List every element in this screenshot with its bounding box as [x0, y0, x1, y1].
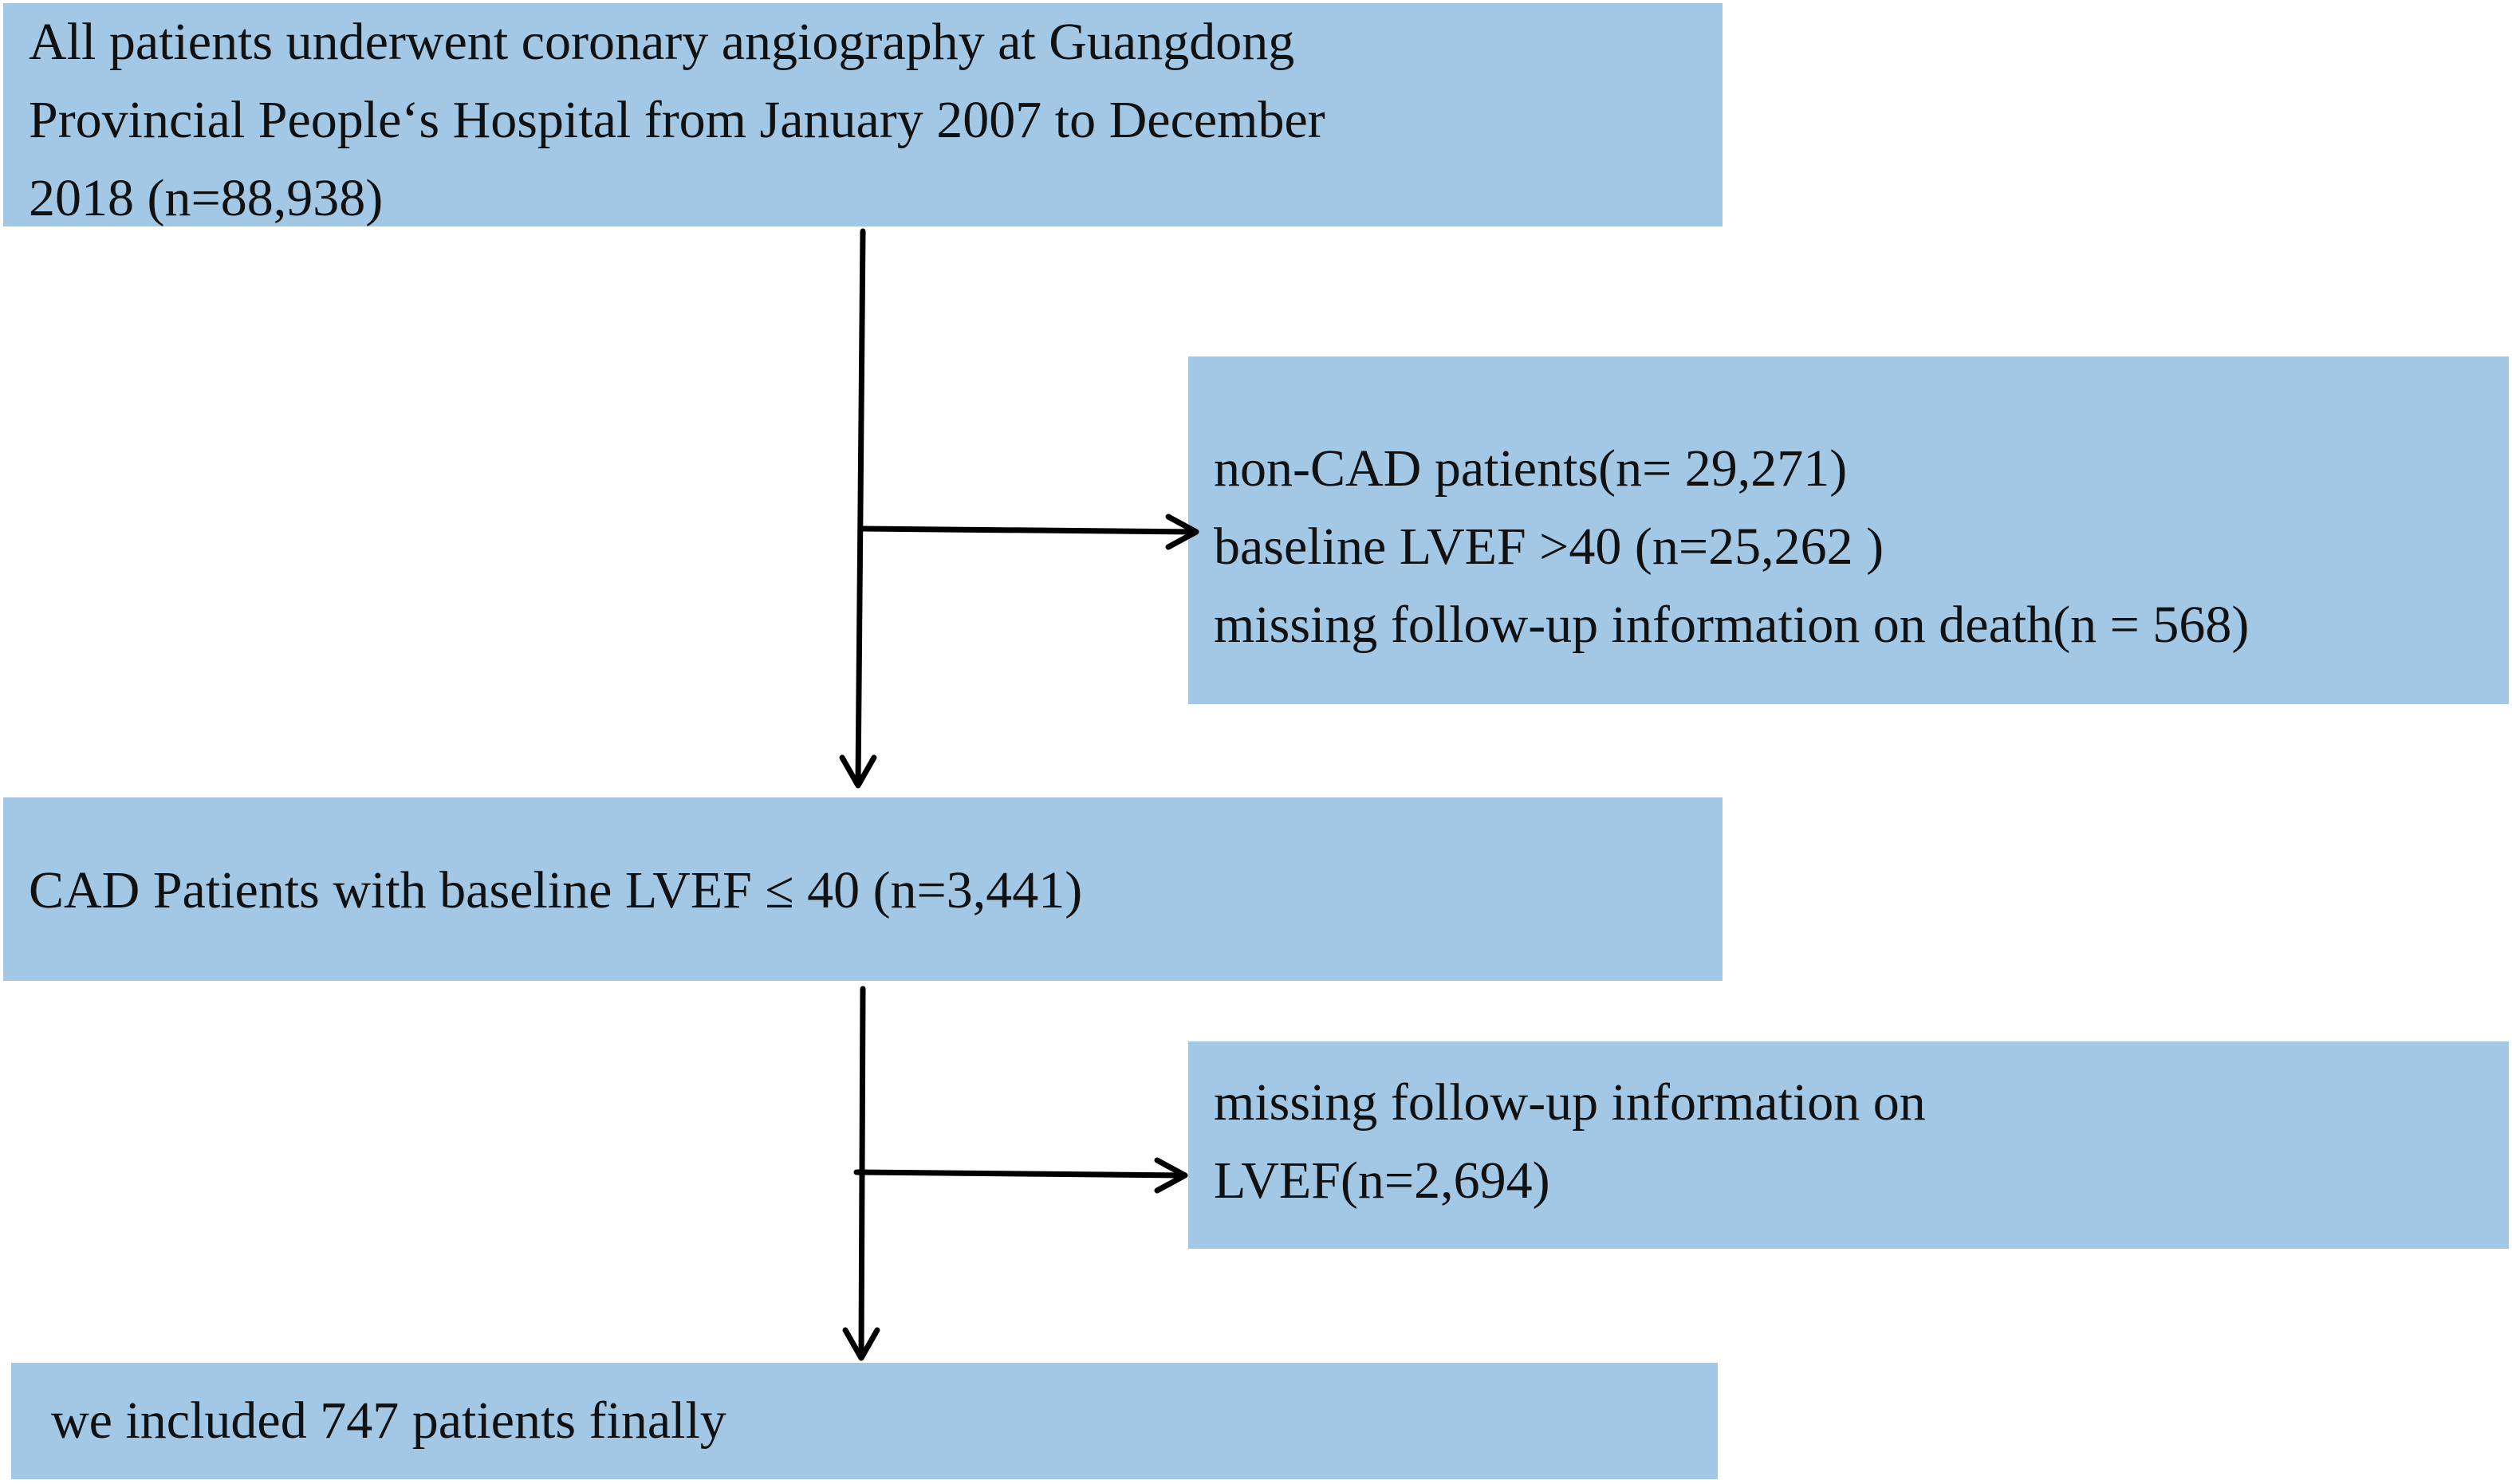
box-text-line: 2018 (n=88,938)	[29, 169, 384, 227]
box-text-line: we included 747 patients finally	[51, 1391, 726, 1450]
arrow-start-to-cad	[839, 228, 877, 789]
box-text-line: baseline LVEF >40 (n=25,262 )	[1214, 518, 1884, 576]
box-text-line: missing follow-up information on	[1214, 1073, 1926, 1132]
flow-box-final-included: we included 747 patients finally	[11, 1363, 1718, 1479]
box-text-line: All patients underwent coronary angiogra…	[29, 13, 1295, 71]
flow-box-cad-patients: CAD Patients with baseline LVEF ≤ 40 (n=…	[3, 797, 1723, 981]
arrow-to-exclusion-2	[853, 1157, 1188, 1194]
box-text-line: non-CAD patients(n= 29,271)	[1214, 439, 1848, 498]
box-text-line: missing follow-up information on death(n…	[1214, 596, 2250, 654]
flow-box-exclusion-2: missing follow-up information on LVEF(n=…	[1188, 1041, 2509, 1249]
box-text-line: CAD Patients with baseline LVEF ≤ 40 (n=…	[29, 861, 1083, 919]
arrow-cad-to-final	[842, 986, 880, 1361]
flow-box-exclusion-1: non-CAD patients(n= 29,271) baseline LVE…	[1188, 356, 2509, 704]
box-text-line: LVEF(n=2,694)	[1214, 1151, 1550, 1210]
box-text-line: Provincial People‘s Hospital from Januar…	[29, 91, 1325, 149]
flow-box-all-patients: All patients underwent coronary angiogra…	[3, 3, 1723, 227]
arrow-to-exclusion-1	[860, 514, 1199, 550]
